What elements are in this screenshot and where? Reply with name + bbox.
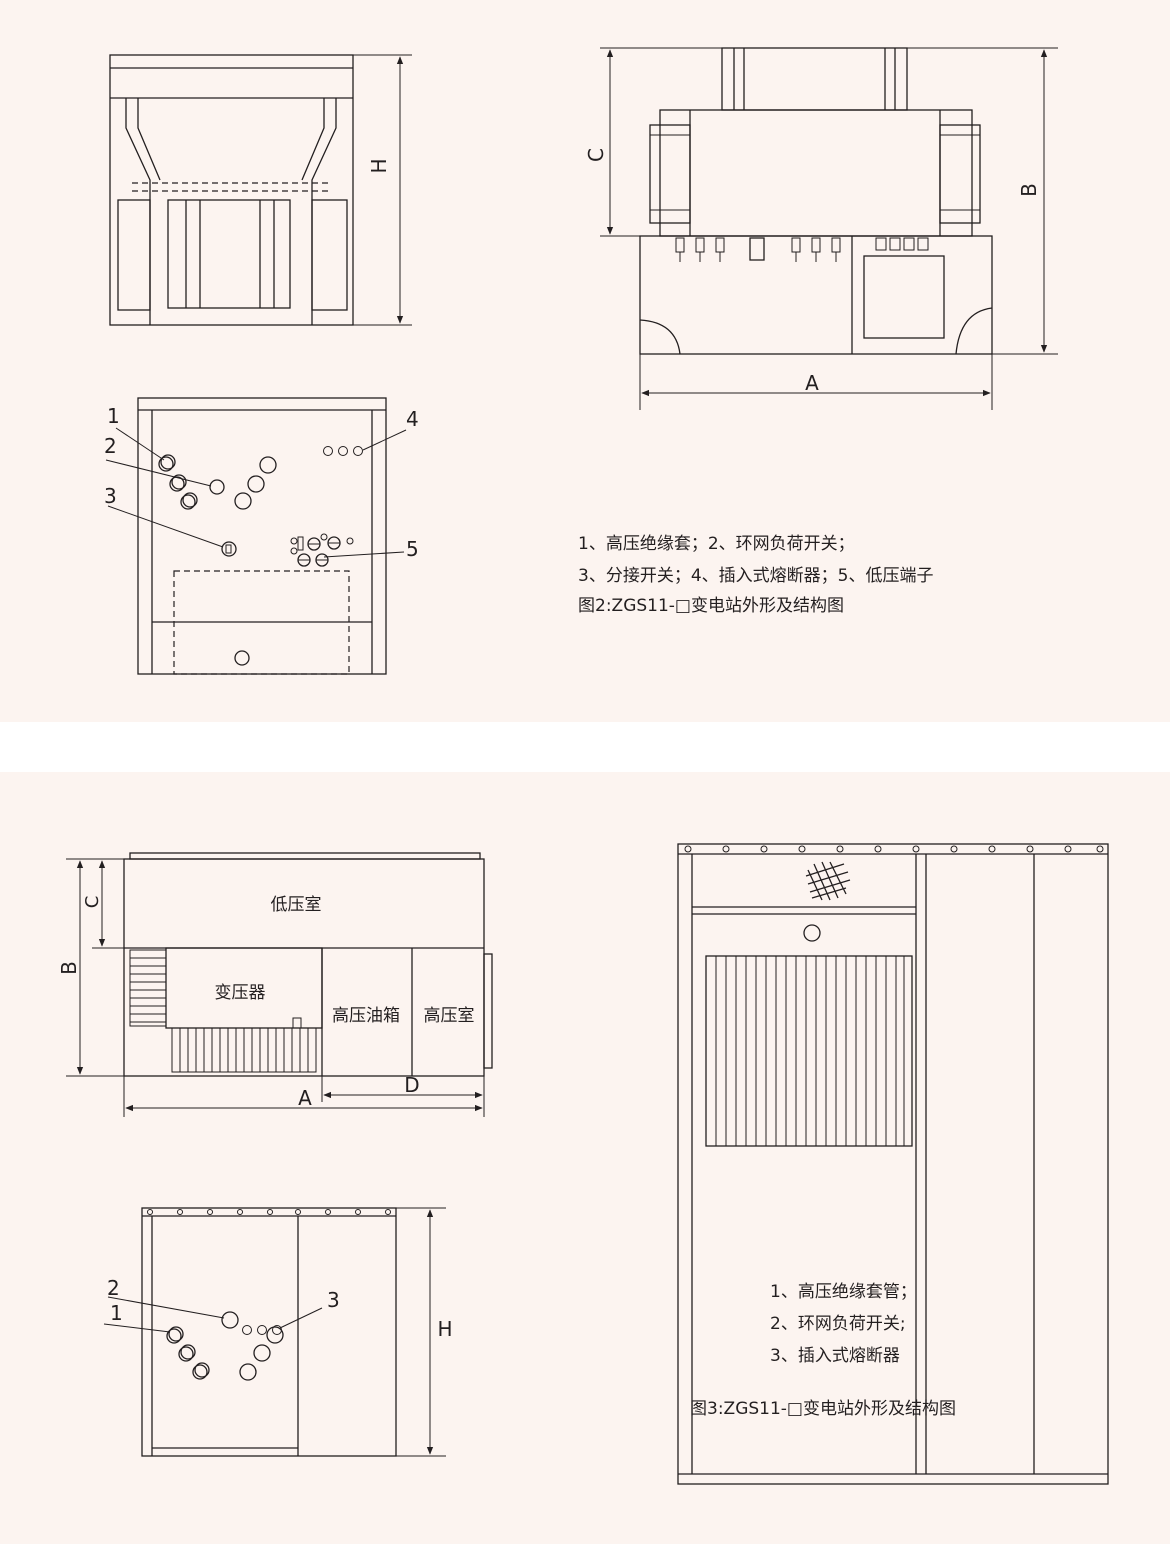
fig3-legend-line-1: 1、高压绝缘套管； [770,1282,917,1302]
dim-c-label: C [584,148,608,162]
room-hv-oil-tank: 高压油箱 [332,1006,400,1026]
hv-bushings [675,237,929,262]
elevation-view [677,843,1109,1485]
dim-h-label: H [367,158,391,173]
figure-3-drawing: 低压室 变压器 高压油箱 高压室 B C A D [57,843,1109,1485]
dim-b-label: B [1017,183,1041,197]
dim-b3-label: B [57,961,81,975]
room-high-voltage: 高压室 [424,1006,475,1026]
figure-2-panel: H [0,0,1170,722]
vent-grille [805,861,851,901]
room-transformer: 变压器 [215,983,266,1003]
callout-5: 5 [406,537,419,561]
callout-3-2: 2 [107,1276,120,1300]
callout-3-3: 3 [327,1288,340,1312]
callout-4: 4 [406,407,419,431]
dim-a3-label: A [298,1086,312,1110]
room-low-voltage: 低压室 [271,895,322,915]
fig2-caption: 图2:ZGS11-□变电站外形及结构图 [578,596,844,616]
figure-3-panel: 低压室 变压器 高压油箱 高压室 B C A D [0,772,1170,1544]
front-view: C B A [584,47,1058,410]
fig2-legend-line-1: 1、高压绝缘套；2、环网负荷开关； [578,534,855,554]
fig3-caption: 图3:ZGS11-□变电站外形及结构图 [690,1399,956,1419]
fig2-legend-line-2: 3、分接开关；4、插入式熔断器；5、低压端子 [578,566,934,586]
top-view: 1 2 3 4 5 [104,397,419,675]
callout-2: 2 [104,434,117,458]
top-view-3: 1 2 3 H [103,1207,453,1457]
callout-3: 3 [104,484,117,508]
dim-c3-label: C [82,896,103,909]
dim-a-label: A [805,371,819,395]
dim-d3-label: D [404,1073,419,1097]
callout-3-1: 1 [110,1301,123,1325]
dim-h3-label: H [437,1317,452,1341]
callout-1: 1 [107,404,120,428]
figure-2-drawing: H [104,47,1058,675]
plan-view: 低压室 变压器 高压油箱 高压室 B C A D [57,852,493,1117]
side-view: H [109,54,412,326]
fig3-legend-line-3: 3、插入式熔断器 [770,1346,900,1366]
fig3-legend-line-2: 2、环网负荷开关; [770,1314,906,1334]
